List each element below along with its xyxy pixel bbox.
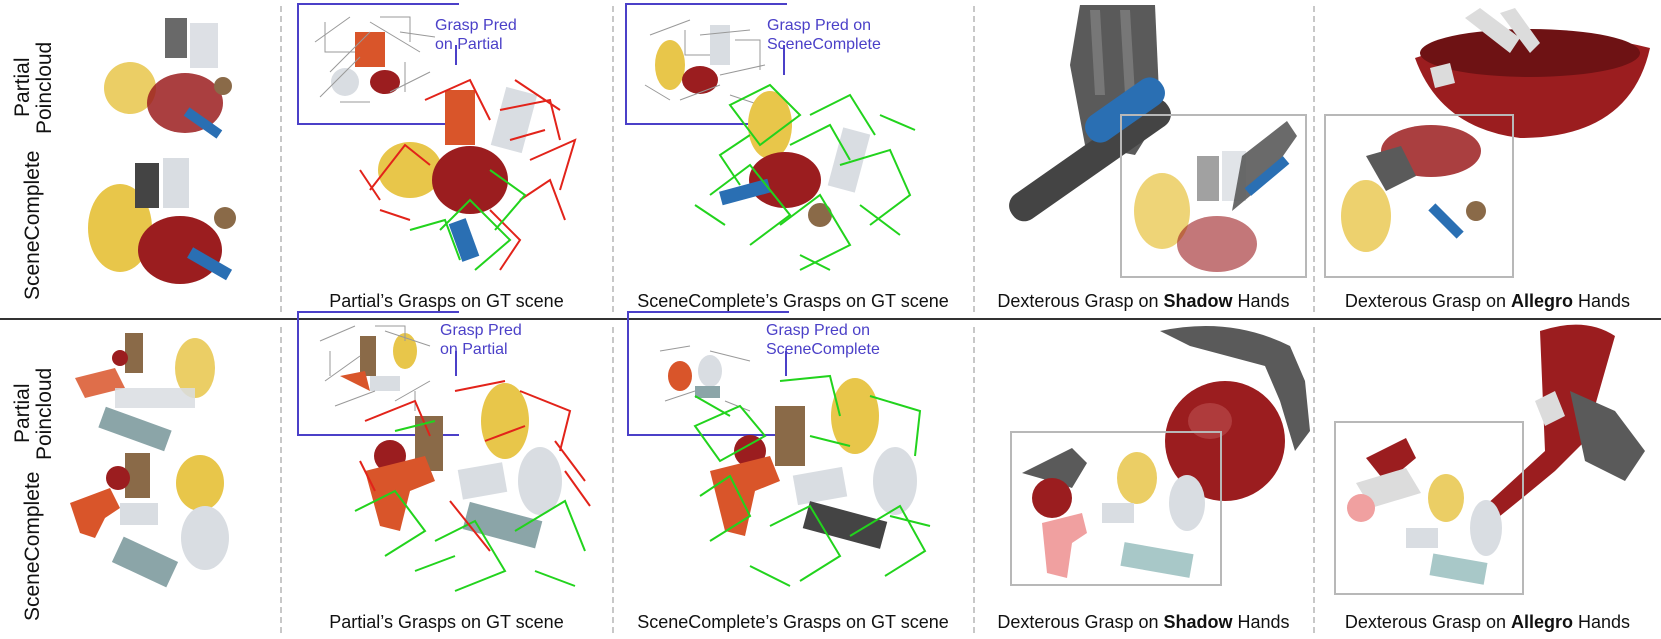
callout-partial-bracket bbox=[297, 3, 459, 125]
allegro-inset-scene bbox=[1341, 125, 1486, 252]
shadow-hand-inset bbox=[1010, 431, 1222, 586]
caption-partial-grasps: Partial’s Grasps on GT scene bbox=[329, 291, 564, 311]
partial-grasps-gt-scene bbox=[354, 380, 591, 592]
label-partial-pointcloud: Partial Poincloud bbox=[11, 367, 56, 460]
shadow-inset-scene bbox=[1134, 121, 1297, 272]
label-scenecomplete: SceneComplete bbox=[21, 150, 44, 300]
column-separator bbox=[973, 327, 975, 633]
caption-complete-grasps: SceneComplete’s Grasps on GT scene bbox=[637, 291, 949, 311]
callout-tick bbox=[783, 45, 785, 75]
shadow-hand-render bbox=[1160, 326, 1310, 501]
column-separator bbox=[612, 327, 614, 633]
shadow-inset-scene bbox=[1022, 448, 1205, 578]
callout-complete-label: Grasp Pred on SceneComplete bbox=[767, 17, 881, 53]
caption-allegro: Dexterous Grasp on Allegro Hands bbox=[1344, 612, 1631, 632]
column-separator bbox=[1313, 6, 1315, 312]
callout-partial-label: Grasp Pred on Partial bbox=[435, 17, 517, 53]
complete-grasps-gt-scene bbox=[693, 374, 931, 587]
complete-grasps-gt-scene bbox=[694, 83, 916, 271]
allegro-hand-inset bbox=[1334, 421, 1524, 595]
partial-pointcloud-image bbox=[75, 333, 215, 452]
shadow-hand-render bbox=[1009, 5, 1171, 222]
allegro-hand-inset bbox=[1324, 114, 1514, 278]
column-separator bbox=[280, 6, 282, 312]
callout-complete-bracket bbox=[625, 3, 787, 125]
figure-row-2: Partial Poincloud SceneComplete Grasp Pr… bbox=[0, 311, 1661, 639]
callout-tick bbox=[455, 45, 457, 65]
partial-grasps-gt-scene bbox=[359, 78, 577, 271]
figure-row-1: Partial Poincloud SceneComplete Grasp Pr… bbox=[0, 0, 1661, 318]
shadow-hand-inset bbox=[1120, 114, 1307, 278]
callout-partial-bracket bbox=[297, 311, 459, 436]
grasp-pred-complete-inset bbox=[659, 345, 751, 412]
partial-pointcloud-image bbox=[104, 18, 232, 139]
label-scenecomplete: SceneComplete bbox=[21, 471, 44, 621]
row-divider bbox=[0, 318, 1661, 320]
caption-partial-grasps: Partial’s Grasps on GT scene bbox=[329, 612, 564, 632]
scenecomplete-image bbox=[70, 453, 229, 588]
grasp-pred-complete-inset bbox=[644, 19, 766, 106]
column-separator bbox=[280, 327, 282, 633]
grasp-pred-partial-inset bbox=[319, 325, 431, 411]
column-separator bbox=[1313, 327, 1315, 633]
callout-tick bbox=[455, 351, 457, 376]
label-partial-pointcloud: Partial Poincloud bbox=[11, 41, 56, 134]
column-separator bbox=[973, 6, 975, 312]
callout-tick bbox=[785, 351, 787, 376]
caption-allegro: Dexterous Grasp on Allegro Hands bbox=[1344, 291, 1631, 311]
callout-complete-label: Grasp Pred on SceneComplete bbox=[766, 322, 880, 358]
caption-complete-grasps: SceneComplete’s Grasps on GT scene bbox=[637, 612, 949, 632]
scenecomplete-image bbox=[88, 158, 236, 284]
allegro-inset-scene bbox=[1347, 438, 1502, 585]
grasp-pred-partial-inset bbox=[314, 16, 436, 103]
allegro-hand-render bbox=[1485, 324, 1645, 516]
allegro-hand-render bbox=[1415, 8, 1650, 139]
caption-shadow: Dexterous Grasp on Shadow Hands bbox=[997, 291, 1290, 311]
caption-shadow: Dexterous Grasp on Shadow Hands bbox=[997, 612, 1290, 632]
column-separator bbox=[612, 6, 614, 312]
callout-partial-label: Grasp Pred on Partial bbox=[440, 322, 522, 358]
callout-complete-bracket bbox=[627, 311, 789, 436]
